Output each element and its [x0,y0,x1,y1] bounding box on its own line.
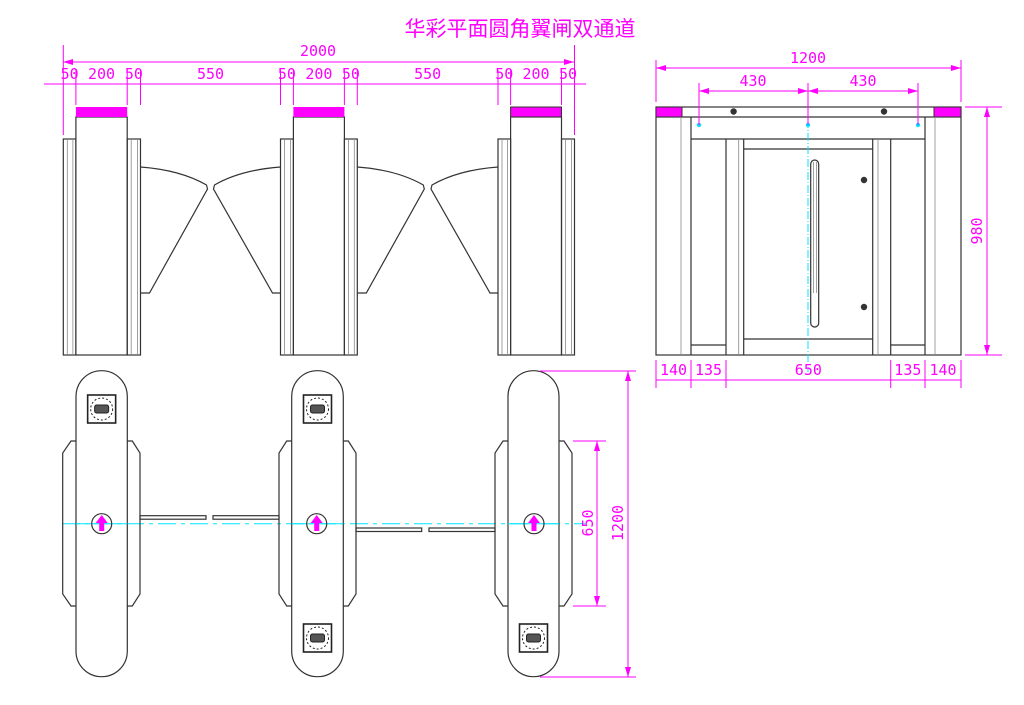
direction-indicator [306,513,328,535]
flap-wing [430,166,499,294]
segment-width-label: 550 [414,65,441,83]
side-bottom-dim-label: 135 [894,361,921,379]
screw-icon [860,176,868,184]
length-label: 1200 [609,505,627,541]
side-bottom-dim-label: 140 [929,361,956,379]
side-height-label: 980 [968,217,986,244]
segment-width-label: 200 [305,65,332,83]
side-panel [497,138,512,356]
column-body [510,116,563,356]
side-cap-left [655,106,683,118]
top-view-dimensions: 650 1200 [540,370,636,678]
side-wing-panel [127,440,141,607]
side-view-dimensions: 1200 430 430 980 140 135 650 135 140 [655,49,1002,388]
side-wing-panel [62,440,76,607]
closed-flap [212,515,280,520]
closed-flap [139,515,207,520]
front-column [279,107,358,356]
direction-indicator [91,513,113,535]
column-body [292,116,345,356]
total-width-label: 2000 [300,42,336,60]
segment-width-label: 550 [197,65,224,83]
segment-width-label: 200 [523,65,550,83]
segment-width-label: 50 [278,65,296,83]
side-430-right-label: 430 [849,72,876,90]
segment-width-label: 50 [495,65,513,83]
side-wing-panel [559,440,573,607]
screw-icon [860,303,868,311]
flap-wing [140,166,209,294]
flap-wing [212,166,281,294]
side-panel [560,138,576,356]
column-cap [75,107,128,117]
top-column [62,370,141,678]
segment-width-label: 50 [559,65,577,83]
side-panel [279,138,294,356]
segment-width-label: 50 [125,65,143,83]
side-430-left-label: 430 [739,72,766,90]
door-handle-slot [810,159,820,328]
screw-icon [880,108,888,115]
arrow-up-icon [528,515,540,531]
segment-width-label: 200 [88,65,115,83]
direction-indicator [523,513,545,535]
arrow-up-icon [95,515,108,531]
column-cap [510,106,563,118]
top-column [278,370,357,678]
side-wing-panel [343,440,357,607]
top-view [62,370,585,678]
side-panel [343,138,358,356]
column-body [75,116,128,356]
arrow-up-icon [310,515,323,531]
closed-flap [355,527,423,533]
side-panel [62,138,77,356]
passage-width-label: 650 [579,509,597,536]
side-view [655,106,962,372]
screw-icon [730,108,737,115]
front-view-dimensions: 2000 50 200 50 550 50 200 50 550 50 200 50 [44,42,586,135]
side-bottom-dim-label: 650 [795,361,822,379]
side-wing-panel [278,440,292,607]
column-cap [293,107,345,117]
card-reader-icon [302,394,333,424]
segment-width-label: 50 [61,65,79,83]
side-cap-right [933,106,962,118]
flap-wing [357,166,425,294]
side-wing-panel [494,440,508,607]
front-view [62,106,576,356]
top-column [494,370,573,678]
drawing-title: 华彩平面圆角翼闸双通道 [405,17,636,41]
side-bottom-dim-label: 140 [660,361,687,379]
front-column [497,106,576,356]
segment-width-label: 50 [342,65,360,83]
front-column [62,107,142,356]
side-panel [126,138,142,356]
side-bottom-dim-label: 135 [695,361,722,379]
side-width-label: 1200 [790,49,826,67]
card-reader-icon [518,623,549,653]
card-reader-icon [86,394,117,424]
closed-flap [428,527,496,533]
card-reader-icon [302,623,333,653]
